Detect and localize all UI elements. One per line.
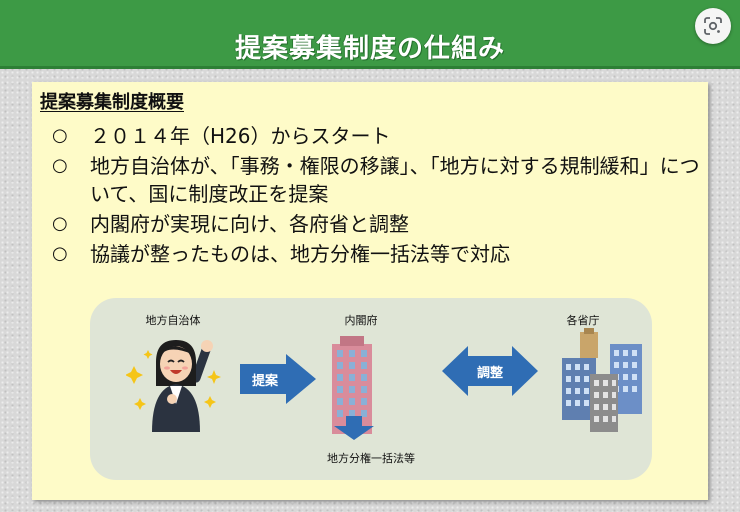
bullet-marker: ○ xyxy=(52,125,68,146)
bullet-marker: ○ xyxy=(52,213,68,234)
banner-divider xyxy=(0,66,740,69)
bullet-text: 協議が整ったものは、地方分権一括法等で対応 xyxy=(90,242,510,266)
slide-title: 提案募集制度の仕組み xyxy=(234,34,505,64)
lens-search-button[interactable] xyxy=(695,8,731,44)
bullet-text: ２０１４年（H26）からスタート xyxy=(90,124,391,148)
down-arrow-icon xyxy=(334,416,374,440)
bullet-item: ○ 地方自治体が、「事務・権限の移譲」、「地方に対する規制緩和」について、国に制… xyxy=(52,152,702,208)
process-diagram: 地方自治体 内閣府 各省庁 地方分権一括法等 xyxy=(90,298,652,480)
local-gov-label: 地方自治体 xyxy=(145,314,201,327)
bullet-text: 内閣府が実現に向け、各府省と調整 xyxy=(90,212,409,236)
bullet-item: ○ 内閣府が実現に向け、各府省と調整 xyxy=(52,210,702,238)
title-banner xyxy=(0,0,740,68)
bullet-list: ○ ２０１４年（H26）からスタート ○ 地方自治体が、「事務・権限の移譲」、「… xyxy=(52,122,702,268)
cheering-person-icon xyxy=(126,340,221,432)
bullet-marker: ○ xyxy=(52,155,68,176)
output-label: 地方分権一括法等 xyxy=(327,452,415,465)
propose-arrow-icon xyxy=(240,354,316,404)
propose-label: 提案 xyxy=(251,374,278,389)
bullet-item: ○ ２０１４年（H26）からスタート xyxy=(52,122,702,150)
section-heading: 提案募集制度概要 xyxy=(40,92,184,113)
content-panel: 提案募集制度概要 ○ ２０１４年（H26）からスタート ○ 地方自治体が、「事務… xyxy=(32,82,708,500)
ministries-label: 各省庁 xyxy=(566,314,600,327)
cabinet-office-label: 内閣府 xyxy=(344,314,378,327)
google-lens-icon xyxy=(704,17,722,35)
bullet-item: ○ 協議が整ったものは、地方分権一括法等で対応 xyxy=(52,240,702,268)
ministries-buildings-icon xyxy=(562,328,642,432)
bullet-text: 地方自治体が、「事務・権限の移譲」、「地方に対する規制緩和」について、国に制度改… xyxy=(90,154,700,206)
bullet-marker: ○ xyxy=(52,243,68,264)
coordinate-label: 調整 xyxy=(476,366,503,381)
coordinate-arrow-icon xyxy=(442,346,538,396)
